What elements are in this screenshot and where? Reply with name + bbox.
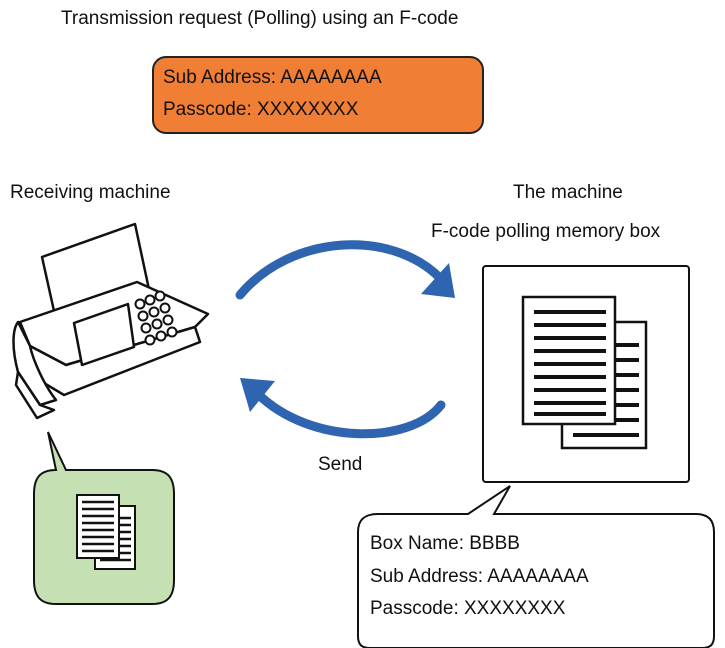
fax-machine-icon [12, 222, 210, 420]
received-bubble [33, 431, 175, 605]
page-title: Transmission request (Polling) using an … [61, 8, 459, 29]
received-documents-icon [76, 494, 136, 570]
callout-passcode: Passcode: XXXXXXXX [370, 598, 566, 619]
send-arrow [240, 378, 446, 439]
the-machine-label: The machine [513, 182, 623, 203]
request-sub-address: Sub Address: AAAAAAAA [163, 67, 382, 88]
request-passcode: Passcode: XXXXXXXX [163, 99, 359, 120]
callout-box-name: Box Name: BBBB [370, 533, 520, 554]
memory-box-label: F-code polling memory box [431, 221, 661, 242]
request-box: Sub Address: AAAAAAAA Passcode: XXXXXXXX [152, 56, 484, 134]
documents-icon [521, 295, 648, 450]
callout-sub-address: Sub Address: AAAAAAAA [370, 566, 589, 587]
request-arrow [235, 240, 455, 300]
receiving-machine-label: Receiving machine [10, 182, 171, 203]
send-label: Send [318, 454, 363, 475]
